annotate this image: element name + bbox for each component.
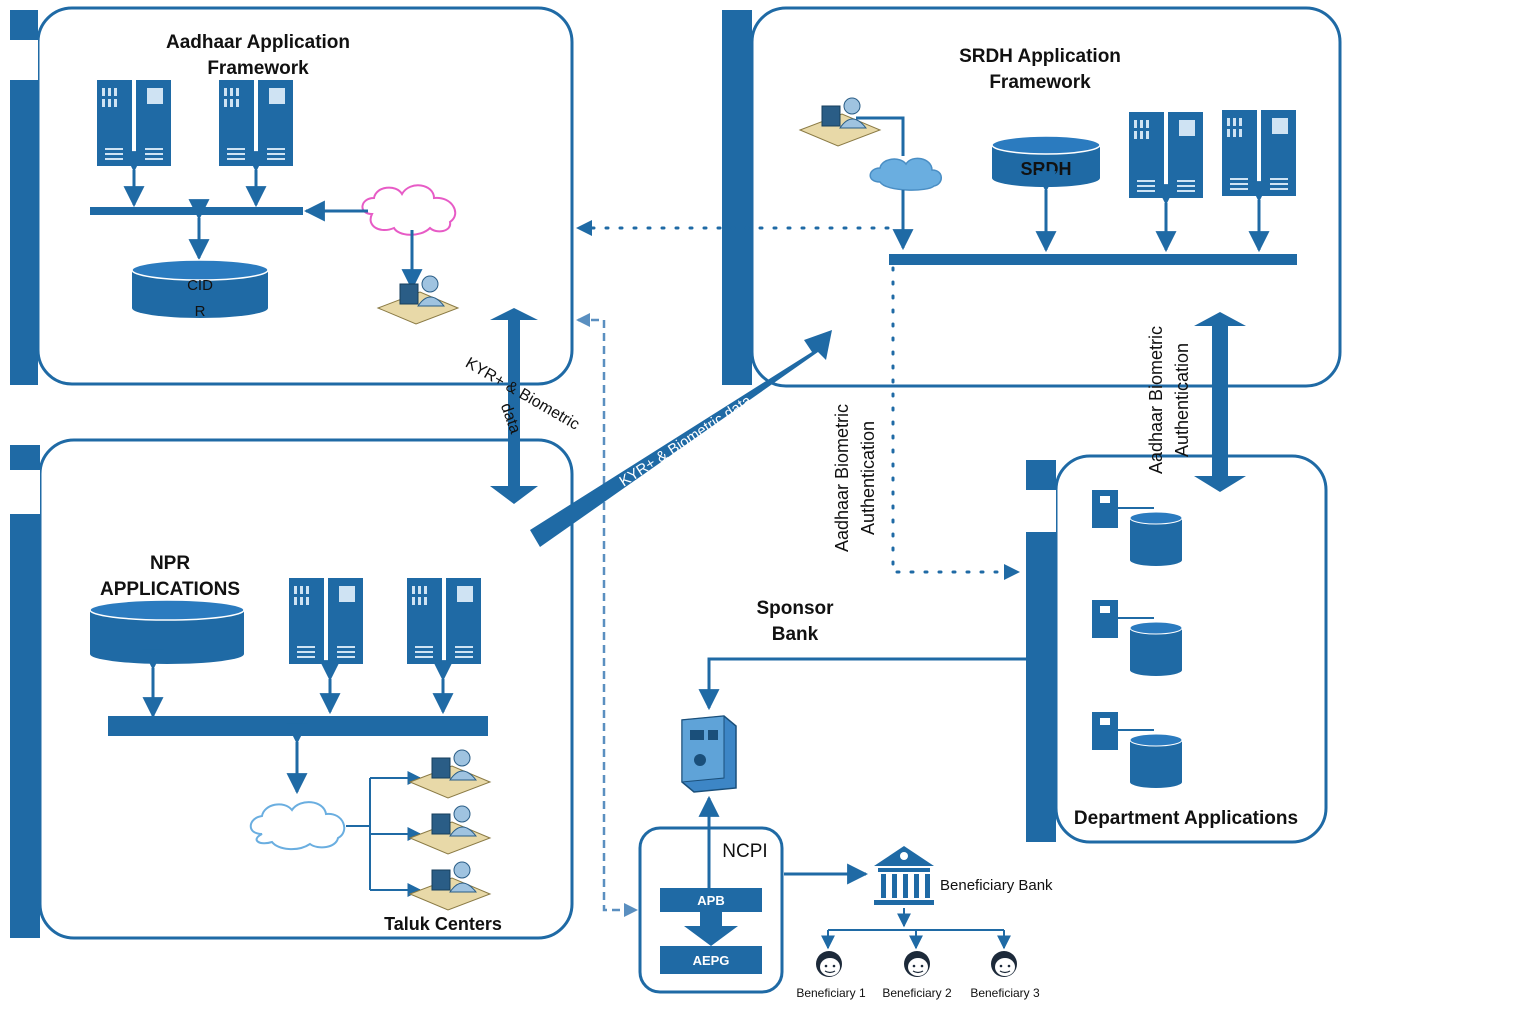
kyr-diagonal-label: KYR+ & Biometric data — [616, 392, 755, 490]
ncpi-panel: NCPI APB AEPG — [638, 795, 784, 994]
auth-dotted-label-line1: Aadhaar Biometric — [832, 404, 852, 552]
srdh-db-label: SRDH — [1020, 159, 1071, 179]
srdh-user-to-cloud — [856, 116, 905, 156]
sponsor-label-line2: Bank — [772, 624, 819, 645]
aadhaar-cloud-icon — [361, 184, 457, 236]
srdh-title-line2: Framework — [989, 72, 1091, 93]
srdh-to-aadhaar-arrowhead — [576, 220, 592, 236]
cidr-label-line2: R — [195, 303, 206, 320]
srdh-bus — [889, 254, 1297, 265]
beneficiary-3-icon — [990, 950, 1018, 978]
aadhaar-panel: Aadhaar Application Framework CID R — [10, 6, 574, 386]
department-applications-label: Department Applications — [1074, 808, 1298, 829]
npr-cloud-icon — [249, 801, 346, 850]
auth-right-double-arrow — [1194, 312, 1246, 492]
srdh-title-line1: SRDH Application — [959, 46, 1121, 67]
ncpi-label: NCPI — [722, 841, 767, 862]
taluk-centers-label: Taluk Centers — [384, 914, 502, 934]
auth-dotted-label-line2: Authentication — [858, 421, 878, 535]
aadhaar-to-ncpi-dashed — [578, 318, 624, 912]
kyr-vertical-double-arrow — [490, 308, 538, 504]
beneficiary-bank-label: Beneficiary Bank — [940, 877, 1053, 894]
aadhaar-title-line1: Aadhaar Application — [166, 32, 350, 53]
cidr-label-line1: CID — [187, 277, 213, 294]
sponsor-bank: Sponsor Bank — [681, 598, 1026, 793]
auth-right-label-line1: Aadhaar Biometric — [1146, 326, 1166, 474]
npr-database — [89, 599, 245, 664]
npr-title-line2: APPLICATIONS — [100, 579, 240, 600]
beneficiary-section: Beneficiary Bank Beneficiary 1 Beneficia… — [784, 846, 1053, 1000]
aepg-label: AEPG — [693, 953, 730, 968]
srdh-panel: SRDH Application Framework SRDH — [722, 6, 1342, 388]
srdh-database — [991, 135, 1101, 187]
srdh-to-department-dotted — [891, 266, 1006, 574]
cidr-database — [131, 259, 269, 318]
aadhaar-bus — [90, 207, 303, 215]
beneficiary-1-label: Beneficiary 1 — [796, 986, 866, 1000]
sponsor-label-line1: Sponsor — [756, 598, 834, 619]
beneficiary-2-label: Beneficiary 2 — [882, 986, 952, 1000]
aepg-block — [660, 946, 762, 974]
department-panel: Department Applications — [1026, 454, 1328, 844]
apb-to-aepg-arrow — [684, 912, 738, 946]
beneficiary-2-icon — [903, 950, 931, 978]
npr-title-line1: NPR — [150, 553, 190, 574]
apb-block — [660, 888, 762, 912]
beneficiary-1-icon — [815, 950, 843, 978]
department-to-sponsor-link — [698, 657, 1026, 711]
kyr-diagonal-arrow — [530, 330, 832, 547]
srdh-cloud-icon — [869, 157, 942, 191]
beneficiary-bank-icon — [874, 846, 934, 905]
auth-right-label-line2: Authentication — [1172, 343, 1192, 457]
aadhaar-title-line2: Framework — [207, 58, 309, 79]
sponsor-bank-atm-icon — [681, 715, 737, 793]
npr-panel: NPR APPLICATIONS Taluk Centers — [10, 438, 574, 940]
beneficiary-3-label: Beneficiary 3 — [970, 986, 1040, 1000]
srdh-to-department-arrowhead — [1004, 564, 1020, 580]
apb-label: APB — [697, 893, 724, 908]
npr-bus — [108, 716, 488, 736]
